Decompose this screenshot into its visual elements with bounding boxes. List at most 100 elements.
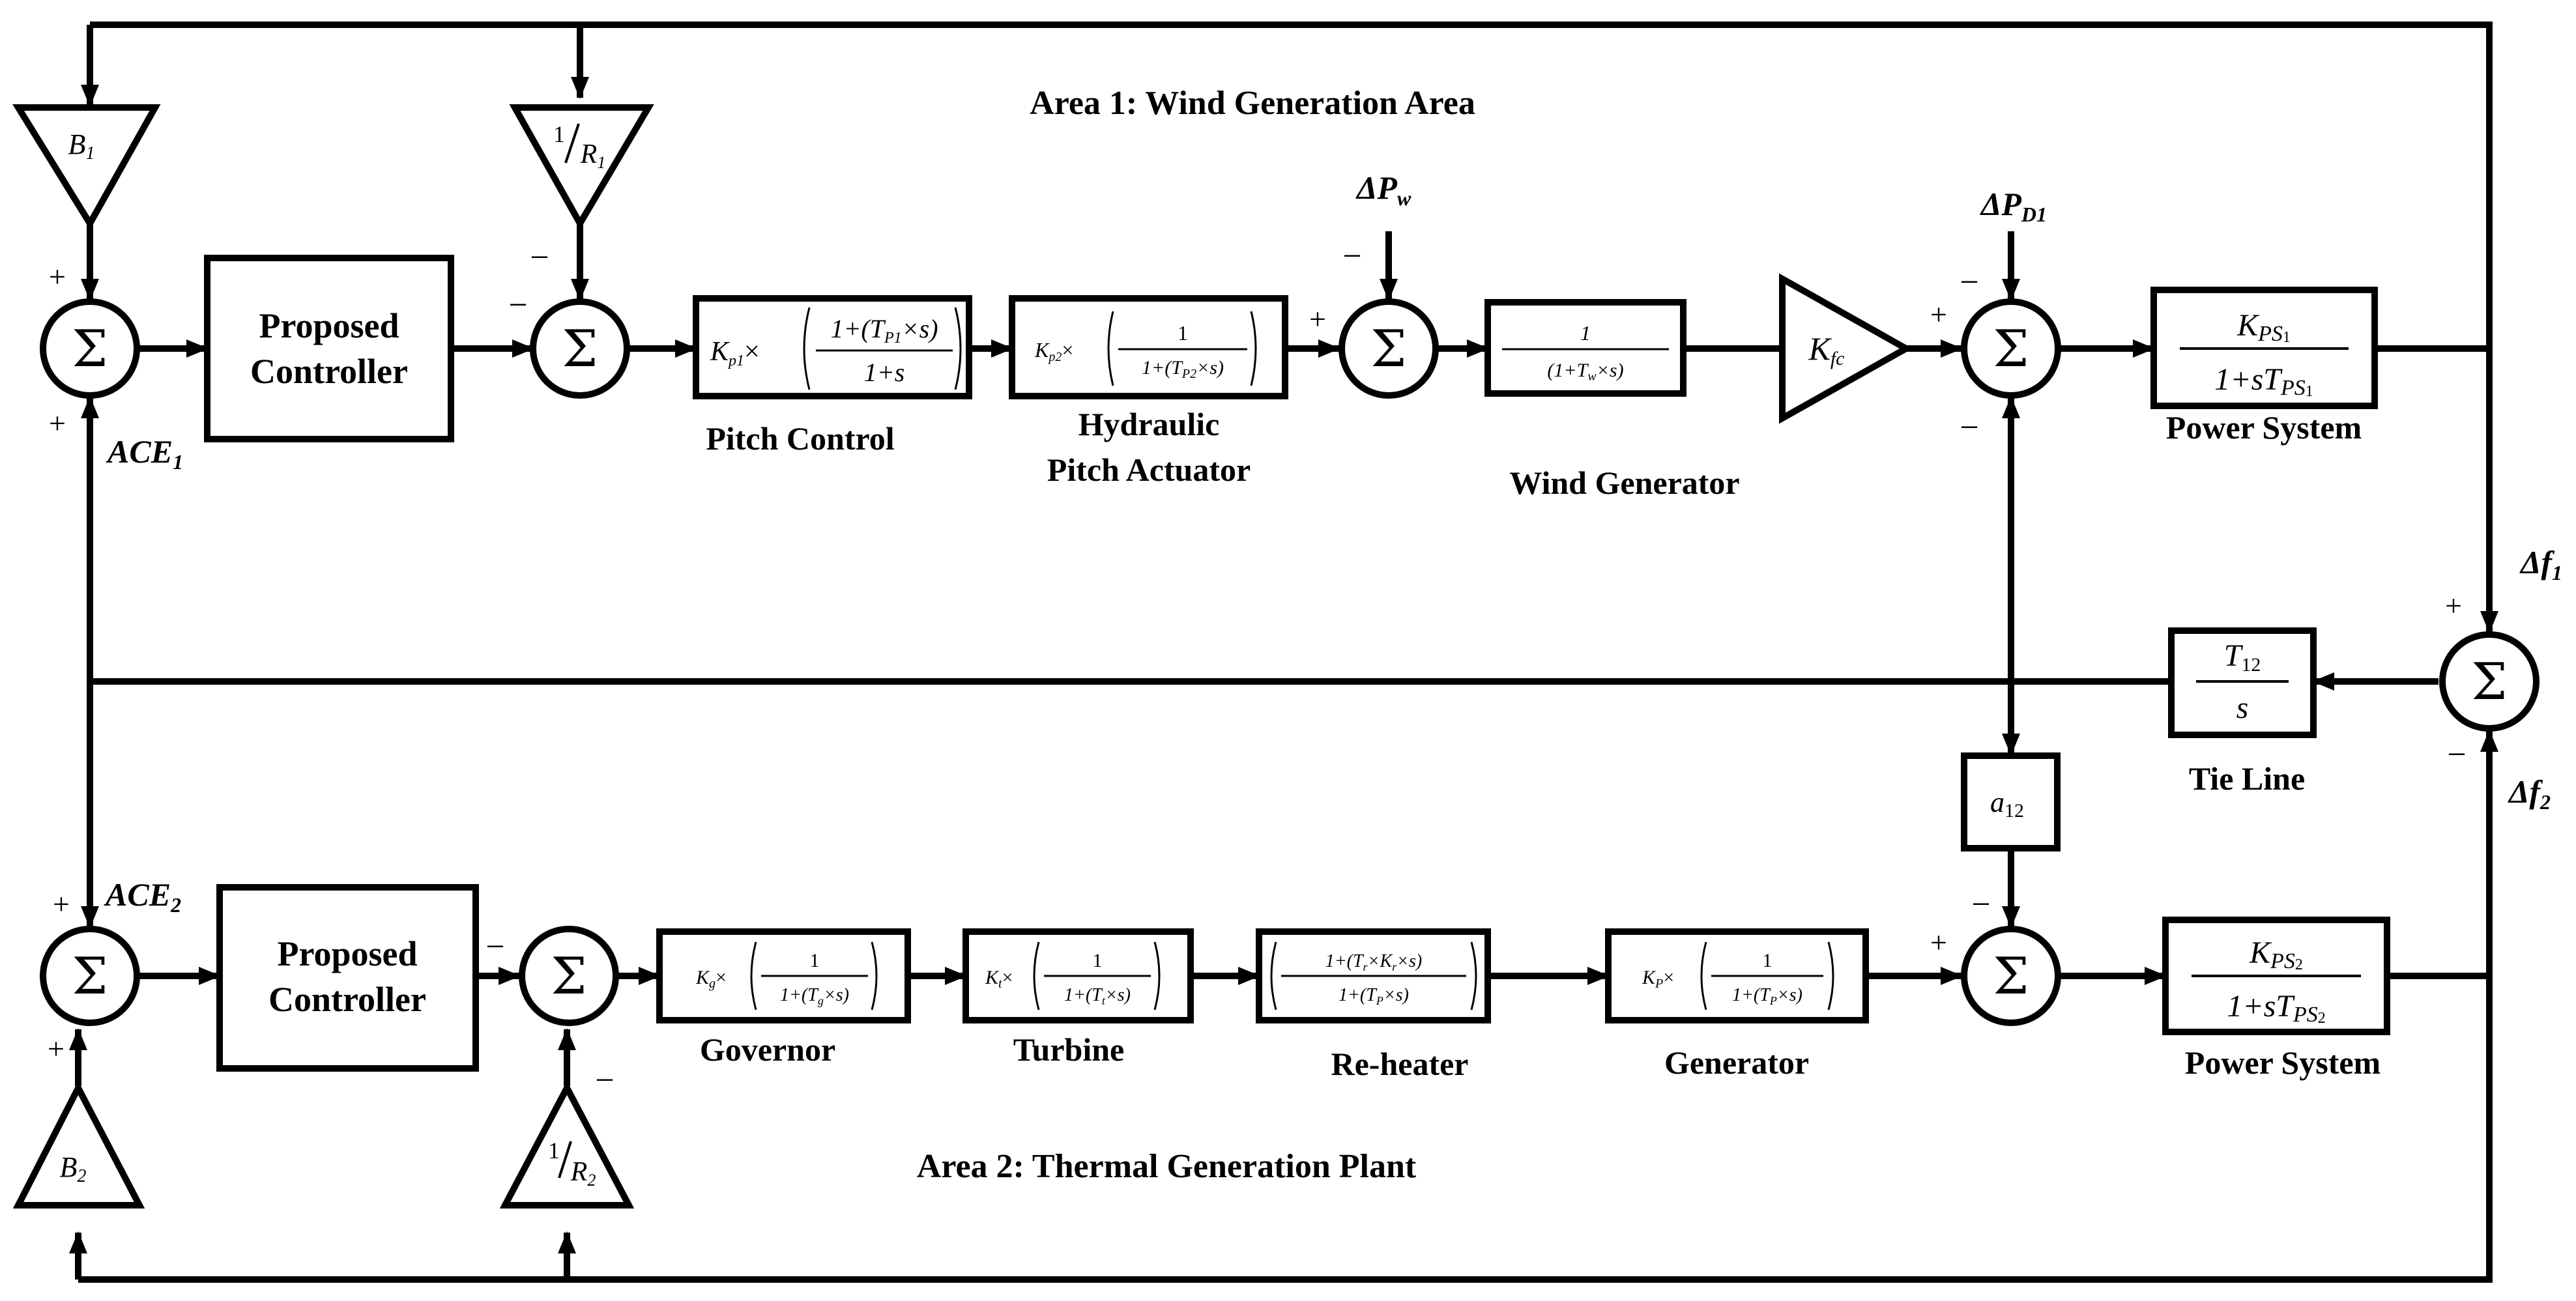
svg-text:s: s (2236, 691, 2249, 725)
svg-text:KP×: KP× (1642, 967, 1674, 991)
svg-text:1+(TP×s): 1+(TP×s) (1339, 985, 1409, 1007)
svg-text:+: + (49, 407, 66, 440)
svg-text:−: − (1960, 409, 1978, 446)
svg-text:1: 1 (1178, 321, 1188, 345)
svg-text:Proposed: Proposed (259, 306, 399, 345)
svg-text:Proposed: Proposed (277, 934, 417, 973)
gain-kfc: Kfc (1779, 273, 1913, 424)
svg-text:Kp2×: Kp2× (1034, 338, 1073, 364)
svg-text:1+(TP×s): 1+(TP×s) (1732, 985, 1802, 1007)
reheater-label: Re-heater (1331, 1046, 1469, 1082)
wires (69, 21, 2498, 1283)
delta-f2-label: Δf2 (2508, 773, 2551, 814)
delta-pw-label: ΔPw (1355, 169, 1411, 210)
svg-text:Σ: Σ (2471, 653, 2507, 711)
gain-inverse-r1: 1 R1 (509, 104, 654, 231)
svg-text:a12: a12 (1990, 786, 2024, 822)
svg-text:+: + (48, 1032, 65, 1065)
governor-label: Governor (700, 1031, 835, 1068)
power-system-label-area1: Power System (2166, 409, 2362, 446)
svg-text:R2: R2 (570, 1157, 596, 1190)
svg-text:Kg×: Kg× (695, 967, 727, 991)
svg-text:(1+Tw×s): (1+Tw×s) (1547, 360, 1623, 384)
gain-b2: B2 (12, 1081, 145, 1208)
area2-title: Area 2: Thermal Generation Plant (917, 1148, 1417, 1185)
svg-text:1: 1 (810, 950, 820, 971)
svg-text:Kp1×: Kp1× (710, 337, 760, 369)
wind-generator-block: 1 (1+Tw×s) (1484, 299, 1686, 397)
generator-block: KP× 1 1+(TP×s) (1605, 928, 1869, 1023)
power-system-label-area2: Power System (2185, 1044, 2381, 1081)
a12-block: a12 (1961, 752, 2061, 851)
turbine-label: Turbine (1013, 1031, 1124, 1068)
wire-bottom-feedback (78, 976, 2493, 1283)
summing-junction-tie-line: Σ (2439, 631, 2540, 732)
summing-junction-area2-load: Σ (1961, 926, 2061, 1026)
junction-signs: + + − − + − + − − + − + + − − + − (48, 238, 2467, 1099)
svg-text:+: + (1930, 926, 1947, 959)
svg-text:T12: T12 (2224, 638, 2261, 676)
hydraulic-label-line1: Hydraulic (1078, 406, 1220, 442)
svg-text:1+(Tt×s): 1+(Tt×s) (1064, 985, 1131, 1007)
svg-text:−: − (2447, 736, 2466, 773)
reheater-block: 1+(Tr×Kr×s) 1+(TP×s) (1256, 928, 1491, 1023)
svg-text:−: − (1960, 264, 1978, 301)
svg-text:1+sTPS2: 1+sTPS2 (2227, 989, 2326, 1027)
summing-junction-ace1: Σ (40, 298, 140, 399)
svg-text:KPS2: KPS2 (2249, 936, 2303, 973)
summing-junction-ace2: Σ (40, 926, 140, 1026)
svg-text:Kt×: Kt× (985, 967, 1013, 991)
svg-text:R1: R1 (580, 139, 606, 172)
svg-text:1: 1 (548, 1137, 560, 1164)
ace2-label: ACE2 (104, 876, 181, 917)
svg-text:Σ: Σ (1993, 320, 2029, 379)
svg-text:+: + (49, 260, 66, 293)
power-system-block-area1: KPS1 1+sTPS1 (2150, 287, 2378, 409)
svg-text:−: − (1971, 886, 1990, 923)
summing-junction-area1-load: Σ (1961, 298, 2061, 399)
svg-text:−: − (485, 928, 504, 965)
svg-text:+: + (2445, 589, 2462, 622)
svg-text:Σ: Σ (562, 320, 598, 379)
svg-text:−: − (530, 239, 549, 276)
svg-text:1+(Tg×s): 1+(Tg×s) (780, 985, 849, 1007)
summing-junction-wind-power: Σ (1339, 298, 1439, 399)
svg-text:Controller: Controller (250, 352, 408, 391)
svg-text:+: + (1309, 302, 1326, 336)
hydraulic-label-line2: Pitch Actuator (1047, 451, 1251, 488)
pitch-control-block: Kp1× 1+(TP1×s) 1+s (693, 295, 972, 399)
svg-text:1: 1 (1093, 950, 1103, 971)
svg-text:Σ: Σ (72, 947, 108, 1006)
pitch-control-label: Pitch Control (706, 420, 894, 457)
summing-junction-area1-droop: Σ (530, 298, 630, 399)
gain-b1: B1 (12, 104, 161, 230)
governor-block: Kg× 1 1+(Tg×s) (656, 928, 911, 1023)
svg-text:1: 1 (553, 121, 565, 147)
svg-text:−: − (1342, 238, 1361, 275)
svg-text:Σ: Σ (1370, 320, 1406, 379)
wire-top-feedback (90, 21, 2493, 349)
tie-line-block: T12 s (2168, 627, 2317, 738)
svg-text:1: 1 (1580, 321, 1591, 345)
proposed-controller-area1: Proposed Controller (204, 255, 454, 442)
svg-text:+: + (1930, 298, 1947, 331)
generator-label: Generator (1664, 1044, 1809, 1081)
svg-text:+: + (53, 887, 70, 921)
wind-generator-label: Wind Generator (1509, 465, 1739, 501)
svg-text:1+(TP1×s): 1+(TP1×s) (830, 314, 938, 347)
proposed-controller-area2: Proposed Controller (216, 884, 479, 1072)
area1-title: Area 1: Wind Generation Area (1030, 85, 1475, 122)
hydraulic-actuator-block: Kp2× 1 1+(TP2×s) (1009, 295, 1288, 399)
svg-text:KPS1: KPS1 (2236, 308, 2291, 346)
svg-text:Controller: Controller (268, 980, 426, 1019)
svg-text:1+sTPS1: 1+sTPS1 (2214, 362, 2313, 400)
svg-text:Kfc: Kfc (1808, 330, 1844, 369)
power-system-block-area2: KPS2 1+sTPS2 (2162, 917, 2390, 1035)
svg-text:B2: B2 (60, 1151, 87, 1186)
svg-text:1+(TP2×s): 1+(TP2×s) (1142, 357, 1224, 381)
tie-line-label: Tie Line (2189, 760, 2305, 797)
svg-text:Σ: Σ (551, 947, 586, 1006)
svg-text:1+(Tr×Kr×s): 1+(Tr×Kr×s) (1325, 951, 1423, 973)
